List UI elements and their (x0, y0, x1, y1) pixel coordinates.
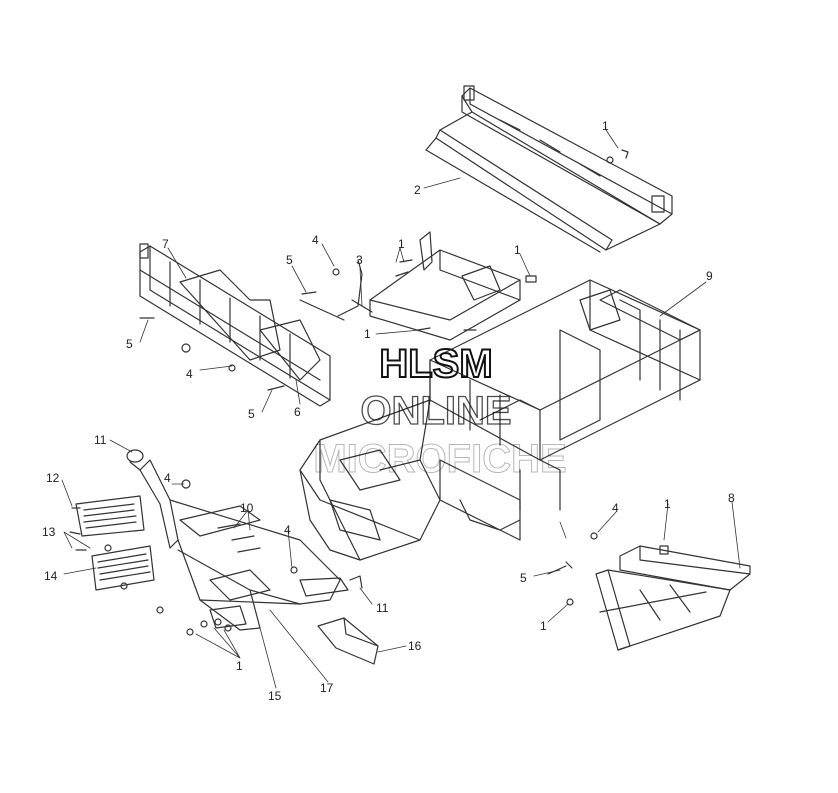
callout-4: 4 (612, 501, 619, 515)
watermark-line-3: MICROFICHE (313, 437, 566, 481)
part-grilles (75, 495, 155, 591)
callout-7: 7 (162, 237, 169, 251)
part-skid-plate (317, 617, 379, 665)
callout-1: 1 (364, 327, 371, 341)
callout-1: 1 (514, 243, 521, 257)
part-main-frame (299, 279, 701, 561)
callout-4: 4 (284, 523, 291, 537)
part-rear-subframe (595, 545, 751, 651)
watermark-line-2: ONLINE (360, 389, 511, 433)
watermark: HLSM ONLINE MICROFICHE (313, 341, 567, 482)
fasteners (69, 149, 669, 636)
callout-16: 16 (408, 639, 422, 653)
callout-11: 11 (376, 601, 389, 615)
callout-1: 1 (540, 619, 547, 633)
callout-5: 5 (126, 337, 133, 351)
callout-4: 4 (164, 471, 171, 485)
callout-14: 14 (44, 569, 58, 583)
callout-4: 4 (186, 367, 193, 381)
callout-1: 1 (602, 119, 609, 133)
callout-2: 2 (414, 183, 421, 197)
callout-1: 1 (398, 237, 405, 251)
callout-6: 6 (294, 405, 301, 419)
callout-1: 1 (664, 497, 671, 511)
callout-5: 5 (520, 571, 527, 585)
callout-12: 12 (46, 471, 60, 485)
callout-17: 17 (320, 681, 334, 695)
leader-lines (61, 129, 741, 689)
callout-15: 15 (268, 689, 282, 703)
part-front-bumper (126, 449, 349, 631)
callout-8: 8 (728, 491, 735, 505)
callout-10: 10 (240, 501, 254, 515)
callout-1: 1 (236, 659, 243, 673)
watermark-line-1: HLSM (379, 342, 492, 386)
callout-labels: 1 2 3 4 1 1 9 7 5 5 4 5 6 1 11 4 10 4 12… (42, 119, 735, 703)
callout-5: 5 (248, 407, 255, 421)
callout-3: 3 (356, 253, 363, 267)
callout-11: 11 (94, 433, 107, 447)
callout-5: 5 (286, 253, 293, 267)
part-cargo-tray (425, 85, 673, 253)
part-left-frame-rail (139, 243, 331, 407)
callout-9: 9 (706, 269, 713, 283)
callout-4: 4 (312, 233, 319, 247)
part-seat-base (299, 231, 521, 341)
callout-13: 13 (42, 525, 56, 539)
